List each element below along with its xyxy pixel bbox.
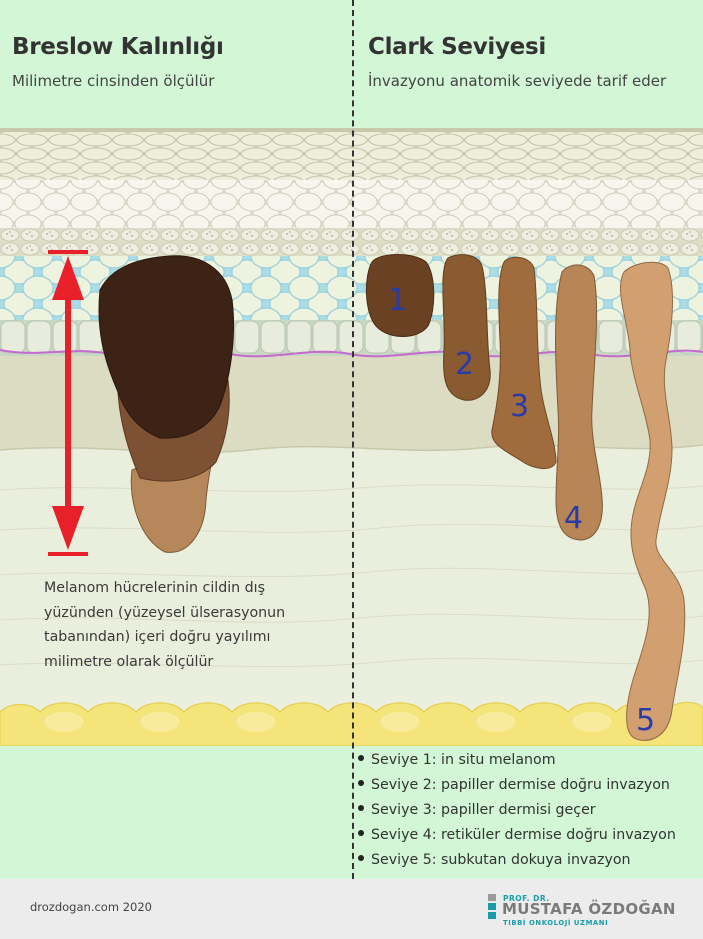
brand-subtitle: TIBBİ ONKOLOJİ UZMANI [503, 919, 609, 927]
skin-cross-section-illustration: 1 2 3 4 5 [0, 128, 703, 746]
section-divider [352, 0, 354, 879]
clark-legend-item: Seviye 1: in situ melanom [358, 748, 676, 773]
breslow-measure-arrow [48, 250, 88, 556]
clark-level-4-tumor [555, 264, 603, 541]
clark-legend-item: Seviye 2: papiller dermise doğru invazyo… [358, 773, 676, 798]
brand-name: MUSTAFA ÖZDOĞAN [502, 900, 676, 918]
clark-level-number-2: 2 [455, 347, 474, 382]
bullet-icon [358, 805, 364, 811]
breslow-tumor [98, 255, 235, 553]
clark-subtitle: İnvazyonu anatomik seviyede tarif eder [368, 72, 667, 90]
clark-level-2-tumor [442, 254, 491, 401]
breslow-description-line: Melanom hücrelerinin cildin dış [44, 580, 265, 596]
clark-level-number-5: 5 [636, 703, 655, 738]
clark-level-number-1: 1 [388, 283, 407, 318]
clark-level-number-3: 3 [510, 389, 529, 424]
bullet-icon [358, 780, 364, 786]
clark-levels-legend: Seviye 1: in situ melanom Seviye 2: papi… [358, 748, 676, 873]
clark-level-5-tumor [620, 261, 686, 741]
brand-prefix: PROF. DR. [503, 894, 550, 903]
bullet-icon [358, 830, 364, 836]
clark-title: Clark Seviyesi [368, 34, 546, 60]
breslow-title: Breslow Kalınlığı [12, 34, 224, 60]
bullet-icon [358, 755, 364, 761]
breslow-subtitle: Milimetre cinsinden ölçülür [12, 72, 215, 90]
footer-site-credit: drozdogan.com 2020 [30, 900, 152, 914]
bullet-icon [358, 855, 364, 861]
footer: drozdogan.com 2020 [0, 879, 703, 939]
clark-legend-item: Seviye 4: retiküler dermise doğru invazy… [358, 823, 676, 848]
clark-legend-item: Seviye 3: papiller dermisi geçer [358, 798, 676, 823]
clark-legend-item: Seviye 5: subkutan dokuya invazyon [358, 848, 676, 873]
breslow-description: Melanom hücrelerinin cildin dış yüzünden… [44, 576, 324, 674]
breslow-description-line: milimetre olarak ölçülür [44, 653, 214, 670]
clark-level-number-4: 4 [564, 501, 583, 536]
brand-mark-icon [488, 894, 496, 922]
breslow-description-line: tabanından) içeri doğru yayılımı [44, 629, 271, 646]
breslow-description-line: yüzünden (yüzeysel ülserasyonun [44, 604, 286, 621]
brand-logo: PROF. DR. MUSTAFA ÖZDOĞAN TIBBİ ONKOLOJİ… [488, 894, 688, 928]
clark-level-1-tumor [365, 254, 435, 337]
clark-level-3-tumor [491, 256, 557, 469]
